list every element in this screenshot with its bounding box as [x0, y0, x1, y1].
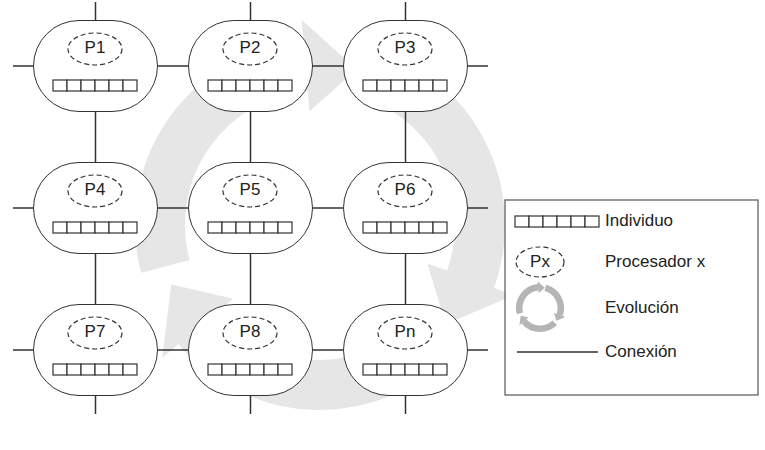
individual-bar [362, 79, 448, 92]
individual-bar [52, 363, 138, 376]
connection-line [250, 254, 252, 304]
connection-line [158, 349, 188, 351]
connection-stubs [13, 2, 488, 414]
individual-bar [52, 221, 138, 234]
processor-node: P6 [343, 162, 468, 254]
processor-label: P1 [85, 38, 106, 58]
legend-text: Evolución [605, 298, 679, 318]
processor-sample [516, 247, 564, 277]
connection-line [95, 254, 97, 304]
connection-line [313, 349, 343, 351]
connection-line [250, 112, 252, 162]
processor-node: P2 [188, 20, 313, 112]
processor-label: P4 [85, 180, 106, 200]
processor-node: P1 [33, 20, 158, 112]
connection-line [158, 207, 188, 209]
processor-label: P5 [240, 180, 261, 200]
legend-box [505, 200, 758, 395]
processor-node: P4 [33, 162, 158, 254]
individual-bar [207, 79, 293, 92]
connection-line [95, 112, 97, 162]
individual-bar [52, 79, 138, 92]
processor-node: P5 [188, 162, 313, 254]
legend-text: Individuo [605, 211, 673, 231]
individual-bar [362, 363, 448, 376]
legend-text: Conexión [605, 342, 677, 362]
legend-processor-label: Px [530, 252, 550, 272]
individual-bar [362, 221, 448, 234]
processor-node: P3 [343, 20, 468, 112]
connection-line [405, 254, 407, 304]
processor-label: P3 [395, 38, 416, 58]
processor-label: Pn [395, 322, 416, 342]
processor-label: P2 [240, 38, 261, 58]
connection-line [313, 207, 343, 209]
legend-text: Procesador x [605, 252, 705, 272]
connection-line [405, 112, 407, 162]
processor-node: Pn [343, 304, 468, 396]
processor-node: P8 [188, 304, 313, 396]
connection-sample [517, 351, 598, 353]
processor-label: P7 [85, 322, 106, 342]
processor-node: P7 [33, 304, 158, 396]
individual-bar [207, 363, 293, 376]
processor-label: P6 [395, 180, 416, 200]
connection-line [158, 65, 188, 67]
evolution-icon [519, 281, 565, 328]
connection-line [313, 65, 343, 67]
individual-bar [207, 221, 293, 234]
individual-sample [515, 216, 599, 227]
processor-label: P8 [240, 322, 261, 342]
